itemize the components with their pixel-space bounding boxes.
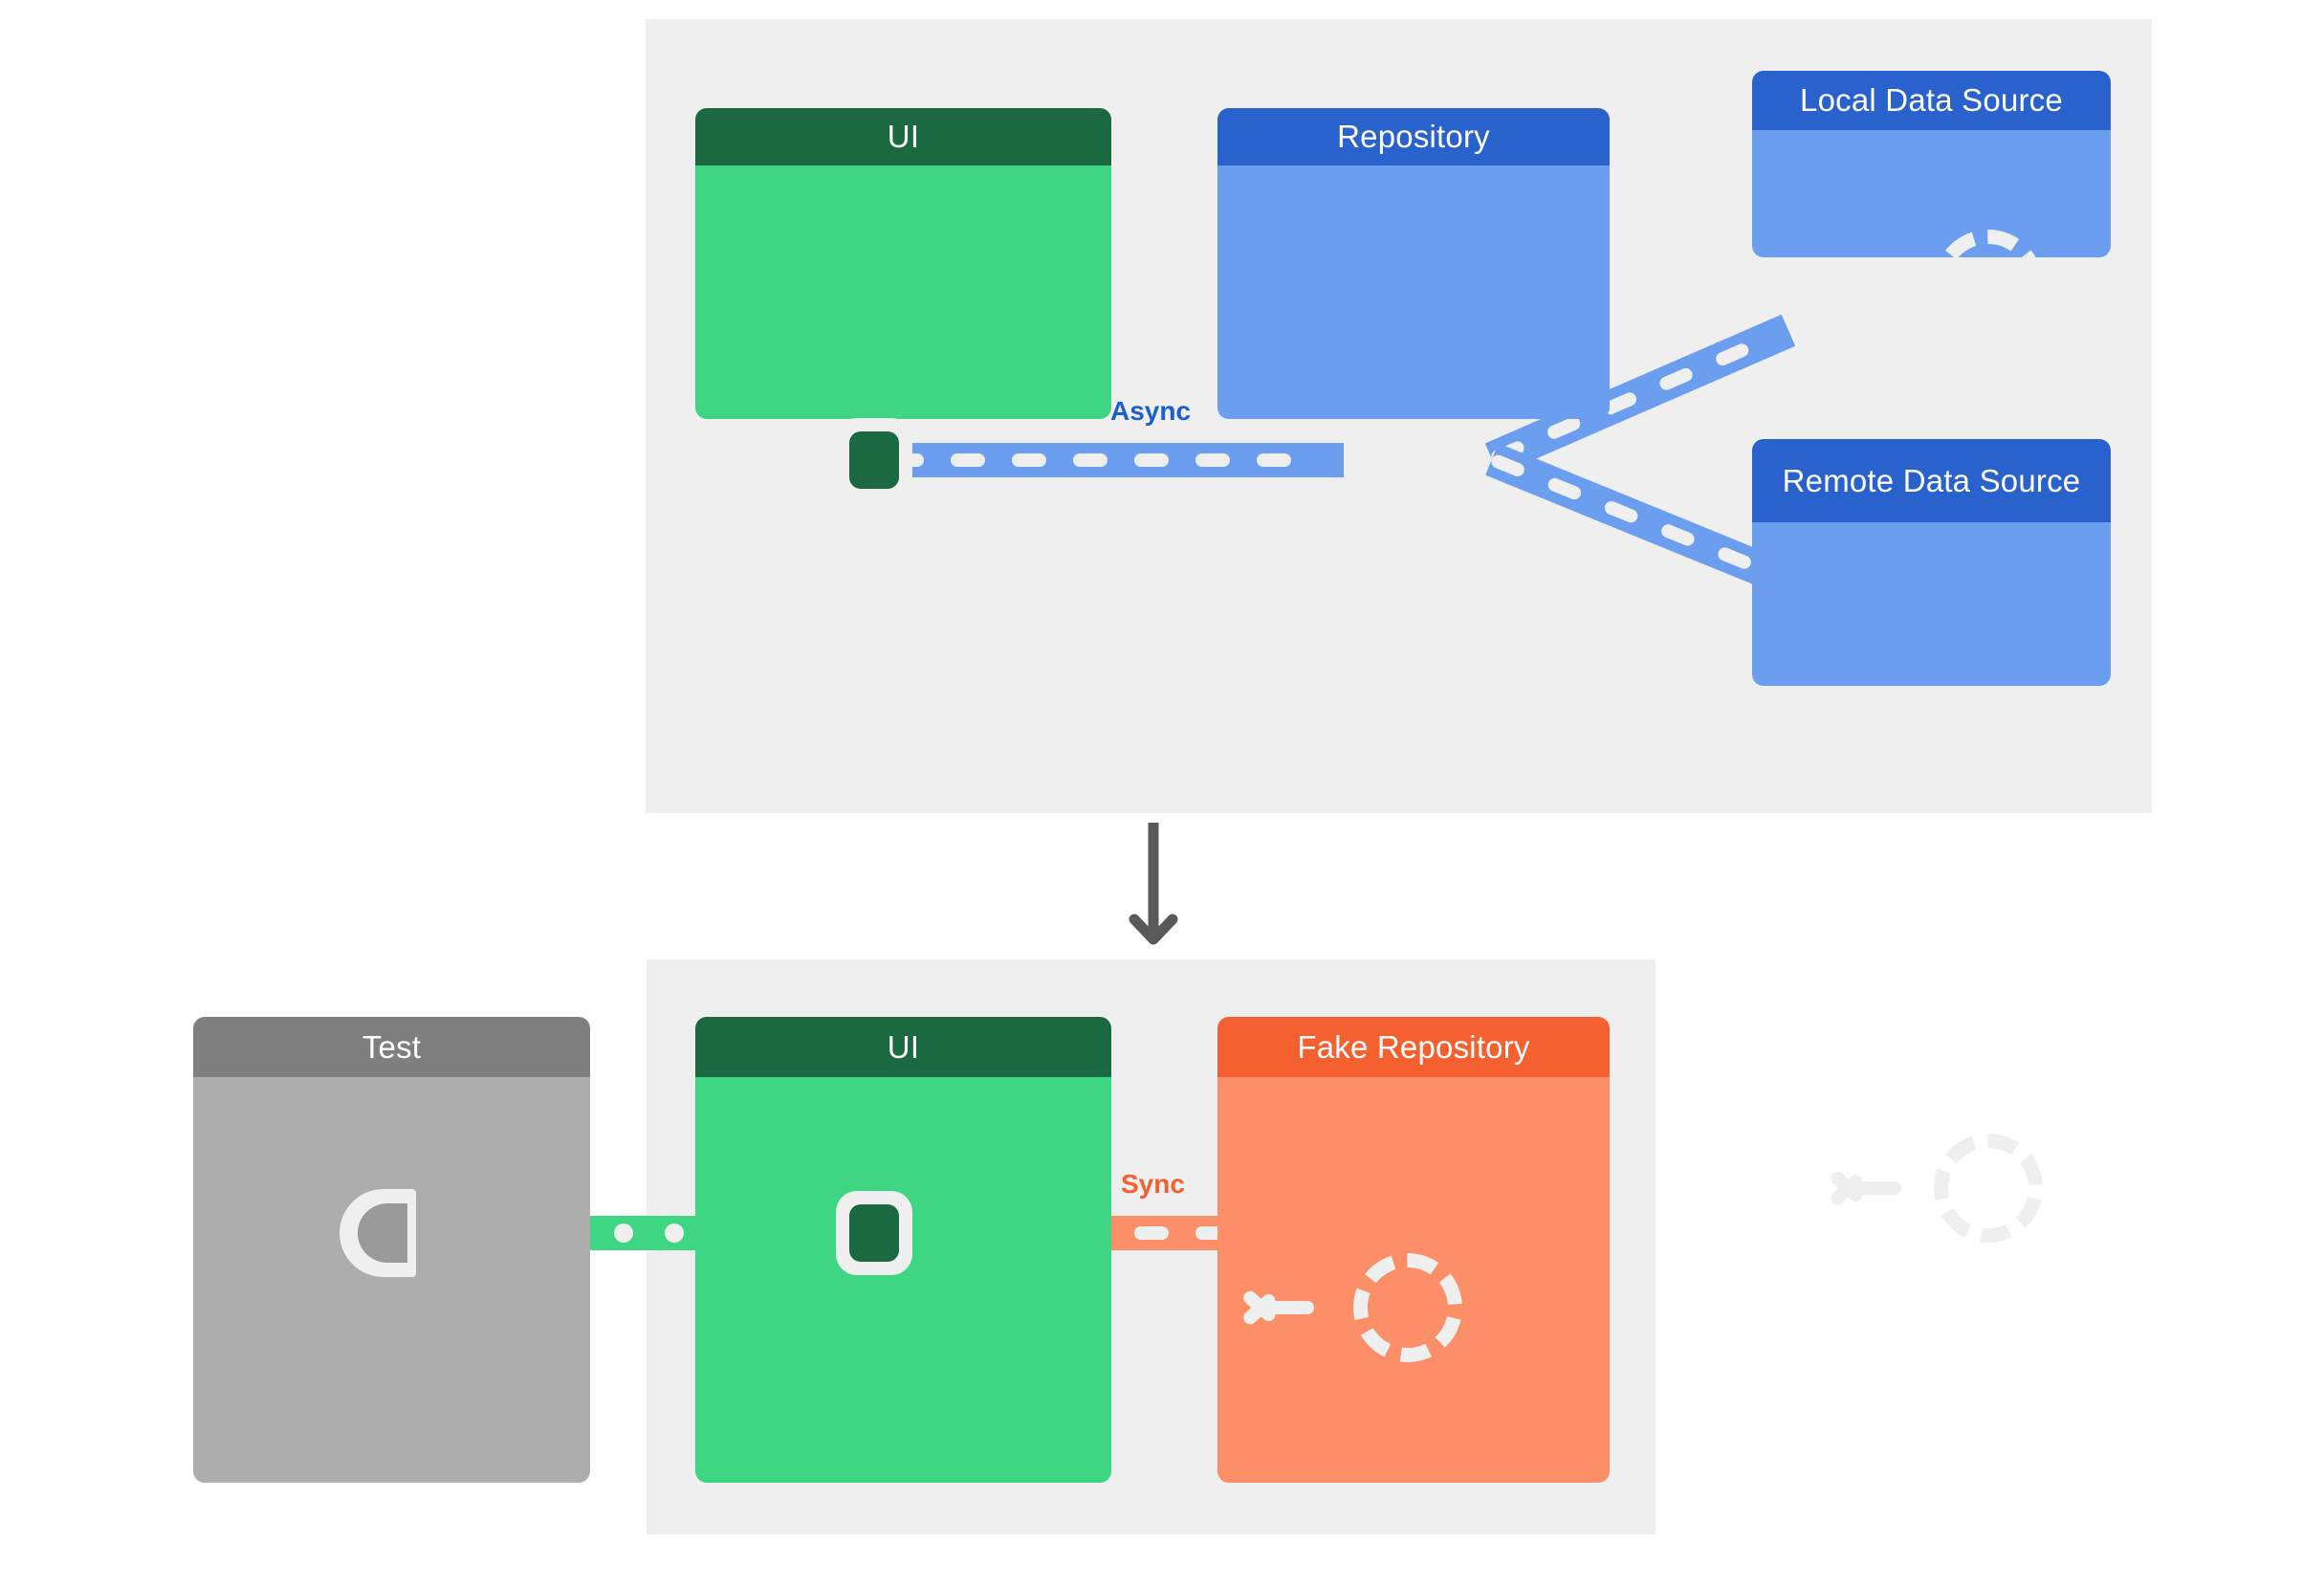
dash-segment xyxy=(1257,453,1291,467)
box-test-title: Test xyxy=(193,1017,590,1077)
dash-segment xyxy=(1602,498,1640,525)
box-remote-data-source[interactable]: Remote Data Source xyxy=(1752,439,2111,686)
box-repository-title: Repository xyxy=(1217,108,1610,165)
box-ui-test-title: UI xyxy=(695,1017,1111,1077)
socket-receiver-icon xyxy=(340,1189,416,1277)
dash-segment xyxy=(951,453,985,467)
box-local-data-source[interactable]: Local Data Source xyxy=(1752,71,2111,257)
box-remote-data-source-title: Remote Data Source xyxy=(1752,439,2111,522)
box-repository-body xyxy=(1217,165,1610,419)
square-plug-icon xyxy=(836,1191,912,1275)
square-plug-icon xyxy=(836,418,912,502)
box-local-data-source-title: Local Data Source xyxy=(1752,71,2111,130)
dash-segment xyxy=(1195,453,1230,467)
dot-segment xyxy=(665,1223,684,1243)
box-remote-data-source-body xyxy=(1752,522,2111,686)
dashed-circle-stream-icon xyxy=(1353,1253,1462,1362)
dash-segment xyxy=(1713,342,1751,368)
box-test-body xyxy=(193,1077,590,1483)
async-connector-dashes xyxy=(889,453,1344,467)
dash-segment xyxy=(1657,365,1695,392)
dash-segment xyxy=(1073,453,1107,467)
dash-segment xyxy=(1546,475,1584,502)
dash-segment xyxy=(1716,545,1753,571)
box-test[interactable]: Test xyxy=(193,1017,590,1483)
arrow-left-icon xyxy=(1828,1159,1903,1217)
box-repository[interactable]: Repository xyxy=(1217,108,1610,419)
box-fake-repository-title: Fake Repository xyxy=(1217,1017,1610,1077)
dash-segment xyxy=(1134,1226,1169,1240)
merge-triangle-icon xyxy=(1346,420,1433,518)
arrow-down-icon xyxy=(1129,823,1178,945)
box-ui-test[interactable]: UI xyxy=(695,1017,1111,1483)
dash-segment xyxy=(1489,452,1526,479)
async-connector-label: Async xyxy=(1110,396,1192,426)
sync-connector-label: Sync xyxy=(1121,1169,1185,1199)
box-ui-production-body xyxy=(695,165,1111,419)
square-plug-icon-core xyxy=(849,431,899,489)
arrow-left-icon xyxy=(1240,1279,1316,1336)
socket-receiver-icon-outer xyxy=(340,1189,416,1277)
arrow-left-icon xyxy=(1828,255,1903,313)
dashed-circle-stream-icon xyxy=(1934,230,2043,339)
dash-segment xyxy=(1659,522,1697,548)
box-ui-production[interactable]: UI xyxy=(695,108,1111,419)
socket-receiver-icon-core xyxy=(358,1203,407,1263)
box-local-data-source-body xyxy=(1752,130,2111,257)
box-ui-test-body xyxy=(695,1077,1111,1483)
dashed-circle-stream-icon xyxy=(1934,1134,2043,1243)
square-plug-icon-core xyxy=(849,1204,899,1262)
dot-segment xyxy=(614,1223,633,1243)
dash-segment xyxy=(1012,453,1046,467)
async-connector-band xyxy=(889,443,1344,477)
box-ui-production-title: UI xyxy=(695,108,1111,165)
box-fake-repository[interactable]: Fake Repository xyxy=(1217,1017,1610,1483)
dash-segment xyxy=(1134,453,1169,467)
